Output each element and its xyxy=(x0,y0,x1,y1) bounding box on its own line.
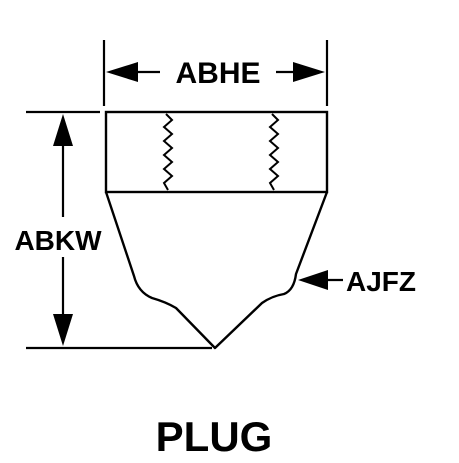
height-dimension xyxy=(26,110,212,350)
width-arrow-left xyxy=(106,62,138,82)
height-arrow-bottom xyxy=(53,314,73,346)
plug-tip xyxy=(104,191,329,350)
plug-head xyxy=(104,110,329,194)
width-label: ABHE xyxy=(175,57,260,90)
height-label: ABKW xyxy=(14,225,102,256)
width-arrow-right xyxy=(293,62,325,82)
height-arrow-top xyxy=(53,114,73,146)
side-label: AJFZ xyxy=(346,266,416,297)
side-callout-arrow xyxy=(298,270,328,290)
break-line-right xyxy=(268,113,280,191)
break-line-left xyxy=(162,113,174,191)
diagram-title: PLUG xyxy=(156,413,273,460)
height-label-backdrop xyxy=(8,222,112,256)
